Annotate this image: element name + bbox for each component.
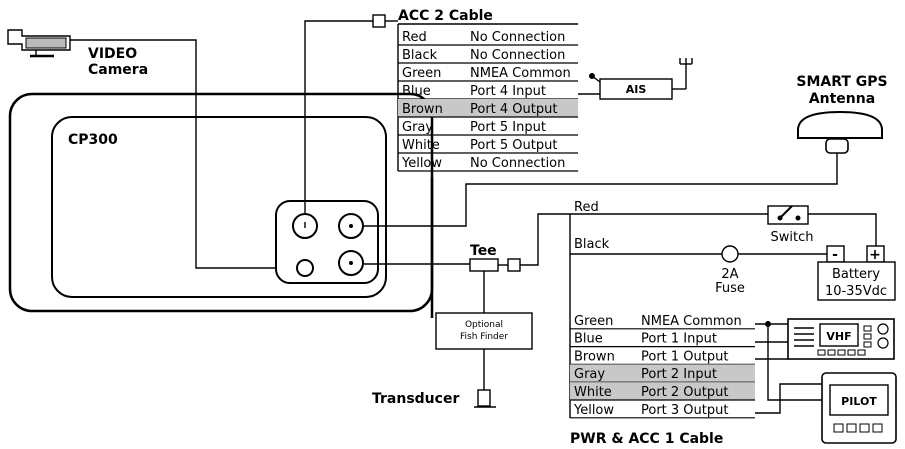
acc2-wire-color: White (402, 138, 440, 153)
gps-antenna: SMART GPS Antenna (796, 74, 888, 154)
camera-label-line1: VIDEO (88, 46, 137, 62)
acc2-wire-function: Port 4 Input (470, 84, 546, 99)
acc2-wire-color: Red (402, 30, 427, 45)
acc2-row-shade (398, 99, 578, 117)
transducer-icon (477, 389, 491, 407)
cp300-unit: CP300 (8, 92, 434, 313)
pwr-wire-function: Port 1 Output (641, 349, 728, 364)
battery-label-line1: Battery (832, 267, 880, 282)
pwr-wire-function: Port 3 Output (641, 403, 728, 418)
vhf-label: VHF (826, 330, 851, 343)
pwr-wire-function: Port 2 Input (641, 367, 717, 382)
connector-panel (275, 200, 379, 284)
acc2-wire-color: Green (402, 66, 441, 81)
tee-junction: Tee (469, 243, 521, 272)
battery-icon (817, 261, 896, 301)
acc2-wire-color: Black (402, 48, 438, 63)
pwr-wire-color: Brown (574, 349, 615, 364)
acc2-wire-function: NMEA Common (470, 66, 571, 81)
tee-label: Tee (470, 243, 497, 259)
battery: - + Battery 10-35Vdc (817, 245, 896, 301)
pwr-wire-function: Port 2 Output (641, 385, 728, 400)
pwr-wire-color: Green (574, 314, 613, 329)
gps-label-line2: Antenna (809, 91, 875, 107)
transducer: Transducer (372, 389, 496, 408)
cp300-label: CP300 (68, 132, 118, 148)
power-black-label: Black (574, 237, 610, 252)
pwr-row-shade (570, 364, 755, 383)
vhf-radio: VHF (787, 318, 895, 360)
fuse-icon (721, 245, 739, 263)
pwr-row-shade (570, 382, 755, 400)
video-camera: VIDEO Camera (7, 29, 148, 78)
acc2-wire-function: No Connection (470, 156, 565, 171)
acc2-wire-function: Port 5 Input (470, 120, 546, 135)
acc2-wire-function: No Connection (470, 48, 565, 63)
transducer-label: Transducer (372, 391, 459, 407)
battery-minus: - (832, 247, 838, 263)
acc2-wire-color: Brown (402, 102, 443, 117)
ais-label: AIS (626, 83, 647, 96)
acc2-wire (304, 20, 373, 214)
fish-finder-line2: Fish Finder (460, 332, 508, 342)
switch-label: Switch (771, 230, 814, 245)
pwr-wire-function: NMEA Common (641, 314, 742, 329)
fuse-label-line2: Fuse (715, 281, 745, 296)
acc2-wire-function: Port 4 Output (470, 102, 557, 117)
pilot-label: PILOT (841, 395, 877, 408)
acc2-wire-color: Gray (402, 120, 433, 135)
fuse-label-line1: 2A (721, 267, 738, 282)
acc2-wire-function: Port 5 Output (470, 138, 557, 153)
connector-video (296, 259, 314, 277)
fish-finder-line1: Optional (465, 320, 503, 330)
autopilot: PILOT (821, 372, 897, 444)
fish-finder: Optional Fish Finder (435, 312, 533, 350)
acc2-title: ACC 2 Cable (398, 8, 493, 24)
gps-label-line1: SMART GPS (796, 74, 887, 90)
power-red-label: Red (574, 200, 599, 215)
acc2-wire-color: Blue (402, 84, 431, 99)
pwr-acc1-title: PWR & ACC 1 Cable (570, 431, 723, 447)
pwr-wire-color: Gray (574, 367, 605, 382)
camera-wire (70, 39, 296, 269)
battery-label-line2: 10-35Vdc (825, 284, 887, 299)
pwr-wire-function: Port 1 Input (641, 332, 717, 347)
gps-wire (364, 153, 838, 227)
acc2-wire-color: Yellow (401, 156, 442, 171)
battery-plus: + (869, 247, 881, 263)
gps-dome-icon (797, 110, 883, 139)
acc2-wire-function: No Connection (470, 30, 565, 45)
ais-device: AIS (599, 58, 693, 100)
camera-label-line2: Camera (88, 62, 148, 78)
pwr-wire-color: Yellow (573, 403, 614, 418)
pwr-wire-color: Blue (574, 332, 603, 347)
acc2-plug (372, 14, 386, 28)
power-wiring: Red Black Switch 2A Fuse - + Battery 10-… (569, 200, 896, 418)
pwr-wire-color: White (574, 385, 612, 400)
